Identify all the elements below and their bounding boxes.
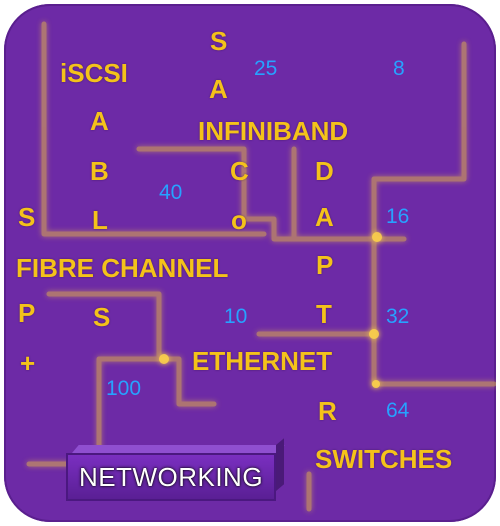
- trace-lower: [161, 356, 217, 407]
- badge-side-face: [276, 438, 284, 491]
- badge-label: NETWORKING: [78, 461, 264, 492]
- letter-sfp-s: S: [18, 202, 36, 232]
- word-iscsi: iSCSI: [60, 58, 128, 88]
- number-64: 64: [386, 399, 410, 422]
- trace-left-vertical: [41, 21, 267, 237]
- word-ethernet: ETHERNET: [192, 346, 333, 376]
- letter-adapter-r: R: [318, 396, 337, 426]
- number-32: 32: [386, 305, 410, 328]
- networking-tile: iSCSI S A S A B L INFINIBAND C o D A P T…: [4, 4, 496, 522]
- badge-front-face: NETWORKING: [66, 453, 276, 501]
- letter-o: o: [231, 205, 247, 235]
- circuit-traces: [26, 21, 496, 512]
- letter-sas-3: S: [93, 302, 111, 332]
- number-25: 25: [254, 57, 278, 80]
- letter-adapter-t: T: [316, 299, 332, 329]
- letter-cables-a: A: [90, 106, 109, 136]
- number-40: 40: [159, 181, 183, 204]
- letter-adapter-p: P: [316, 250, 334, 280]
- number-10: 10: [224, 305, 248, 328]
- letter-adapter-a: A: [315, 202, 334, 232]
- networking-badge: NETWORKING: [66, 438, 285, 503]
- number-100: 100: [106, 377, 142, 400]
- trace-right-top: [371, 41, 496, 387]
- node-glow-3: [159, 354, 169, 364]
- badge-top-face: [72, 445, 285, 453]
- word-switches: SWITCHES: [315, 444, 453, 474]
- number-8: 8: [393, 57, 405, 80]
- letter-sfp-plus: +: [20, 348, 36, 378]
- letter-adapter-d: D: [315, 156, 334, 186]
- letter-cables-l: L: [92, 205, 108, 235]
- letter-c: C: [230, 156, 249, 186]
- word-fibre-channel: FIBRE CHANNEL: [16, 253, 229, 283]
- number-16: 16: [386, 205, 410, 228]
- node-glow-4: [372, 380, 380, 388]
- node-glow-2: [369, 329, 379, 339]
- word-infiniband: INFINIBAND: [198, 116, 349, 146]
- letter-cables-b: B: [90, 156, 109, 186]
- letter-sas-1: S: [210, 26, 228, 56]
- letter-sfp-p: P: [18, 298, 36, 328]
- letter-sas-2: A: [209, 74, 228, 104]
- node-glow-1: [372, 232, 382, 242]
